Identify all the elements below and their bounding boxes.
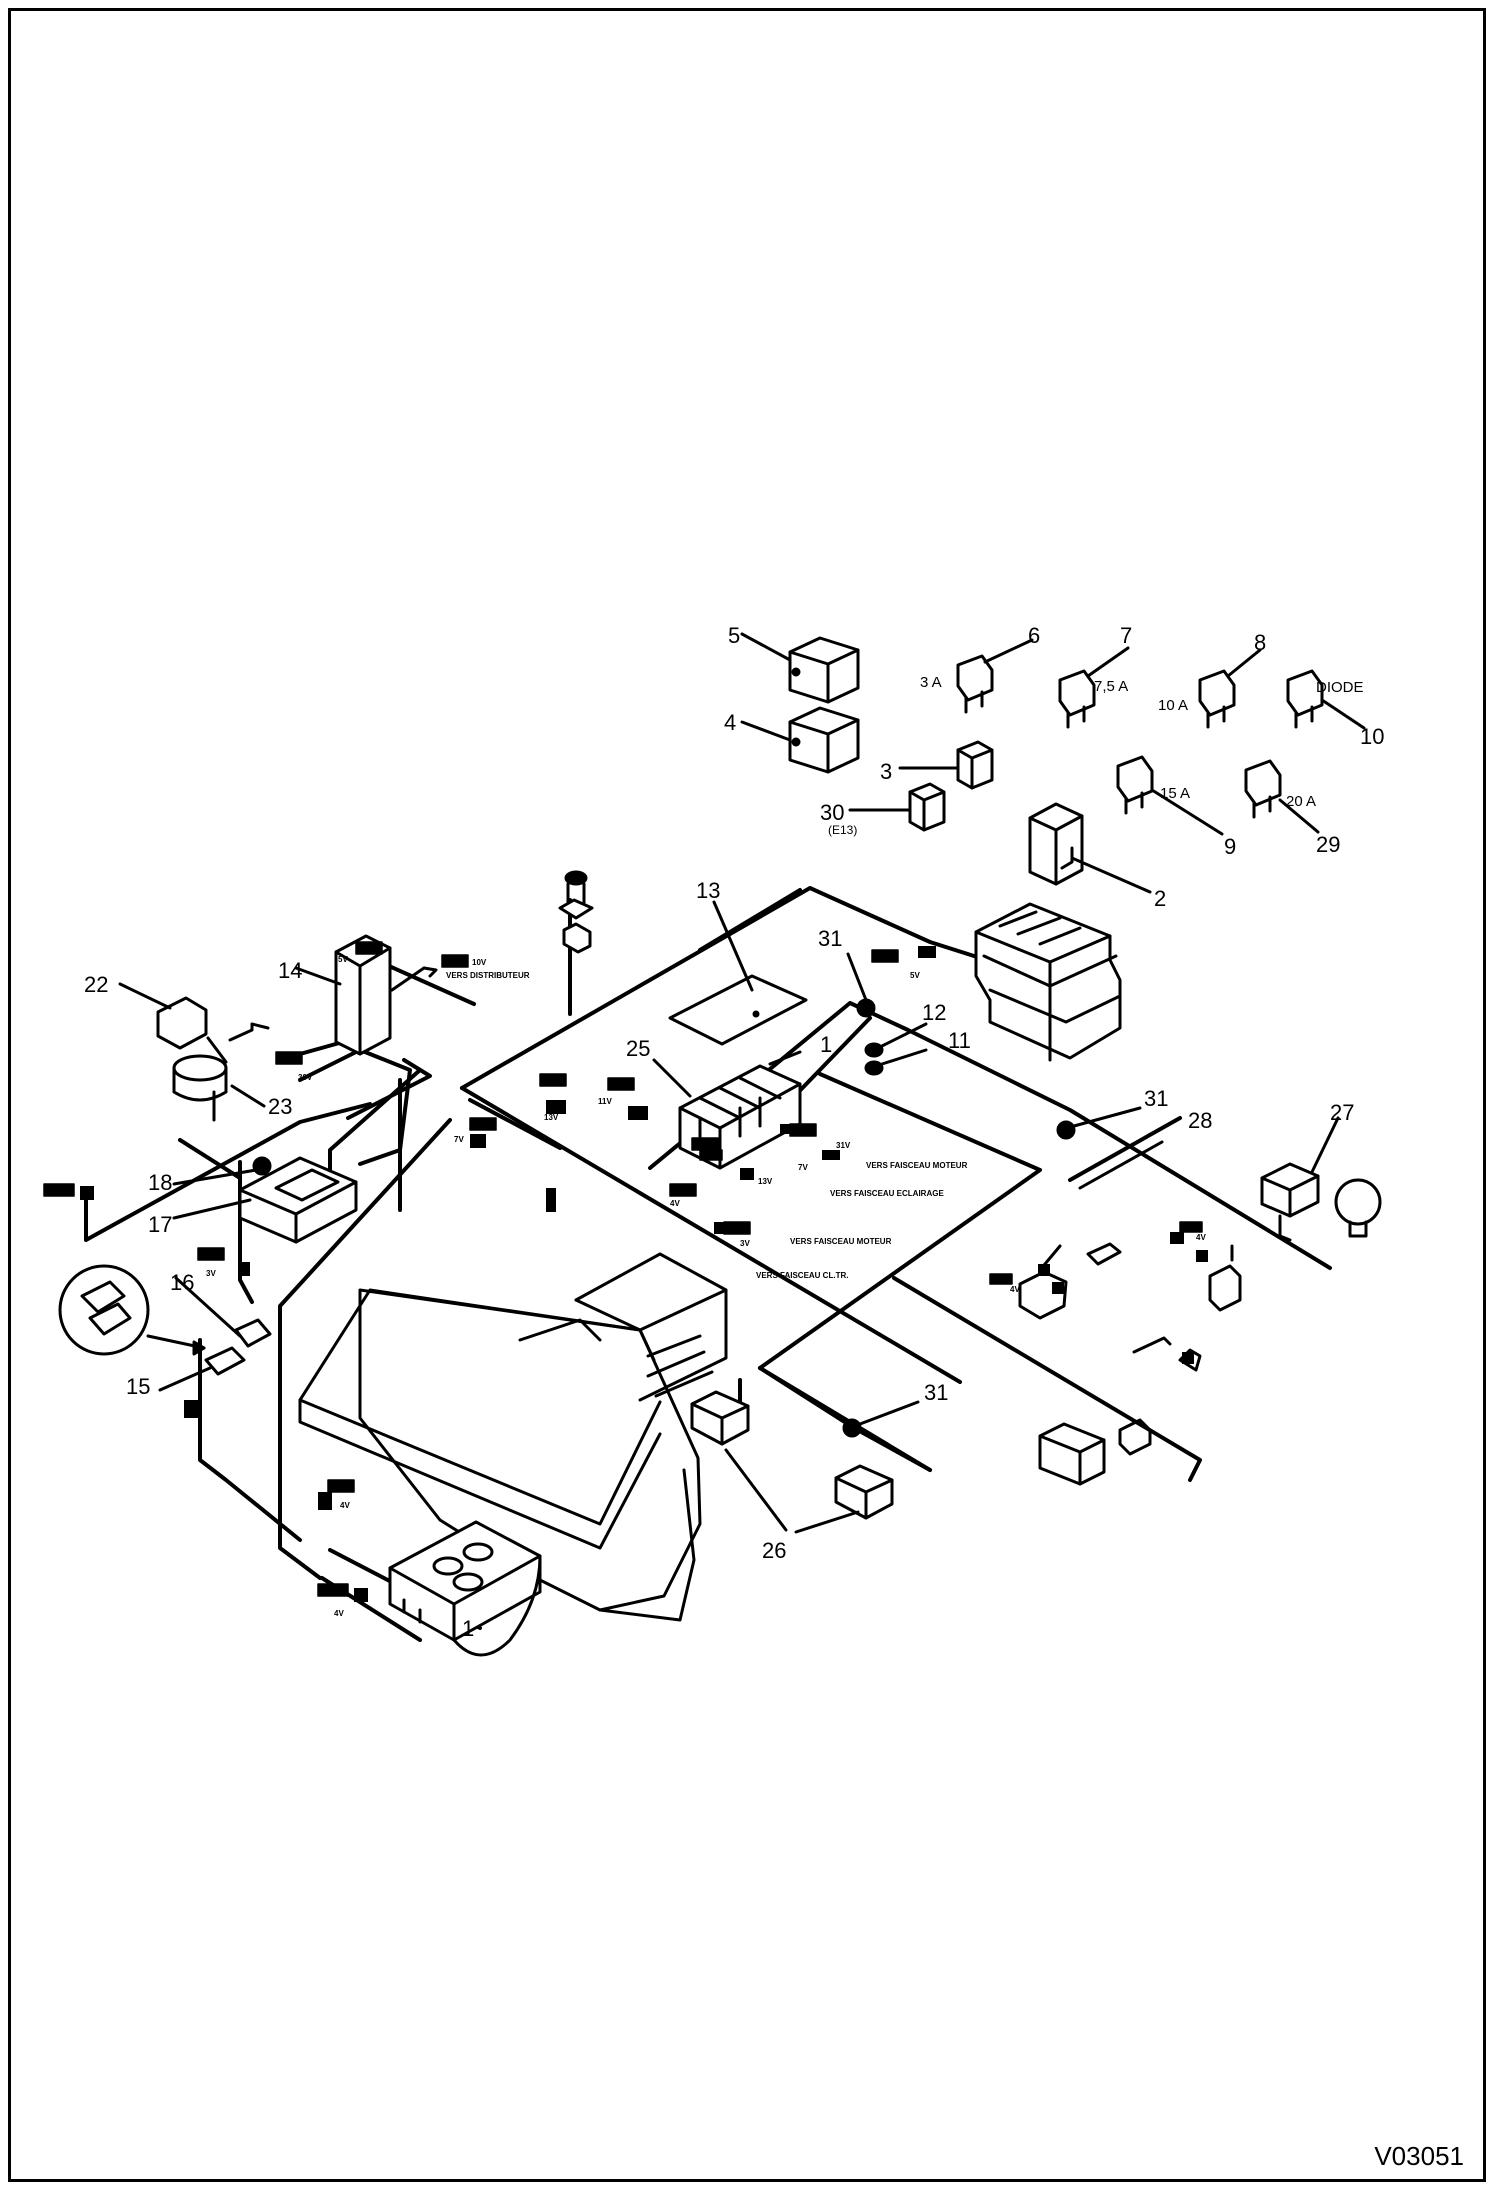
tag-3v: 3V [740,1239,750,1248]
tag-vers-faisceau-eclairage: VERS FAISCEAU ECLAIRAGE [830,1189,944,1198]
upper-connector-post [558,870,594,954]
callout-9: 9 [1224,834,1236,859]
switch-cluster-right [1018,1242,1242,1320]
callout-3: 3 [880,759,892,784]
cab-shell [298,1252,728,1622]
callout-labels: 5 4 6 7 8 10 3 30 9 29 2 13 31 12 1 11 2… [84,623,1384,1641]
callout-7: 7 [1120,623,1132,648]
diode-10 [1286,669,1324,729]
tag-left-4v: 4V [340,1501,350,1510]
callout-31-right: 31 [1144,1086,1168,1111]
callout-25: 25 [626,1036,650,1061]
tag-14-10v: 10V [472,958,487,967]
inset-detail [58,1264,206,1356]
fuse-9 [1116,755,1154,815]
callout-23: 23 [268,1094,292,1119]
callout-16: 16 [170,1270,194,1295]
tag-11v: 11V [598,1097,612,1106]
callout-6: 6 [1028,623,1040,648]
tag-13v: 13V [544,1113,559,1122]
callout-28: 28 [1188,1108,1212,1133]
callout-30: 30 [820,800,844,825]
callout-14: 14 [278,958,302,983]
relay-4 [788,706,860,774]
tag-31v: 31V [836,1141,851,1150]
callout-11: 11 [948,1028,971,1053]
module-14 [334,934,392,1056]
tag-4v: 4V [670,1199,680,1208]
flasher-unit-2 [1028,802,1084,886]
plate-13 [668,974,808,1046]
tag-boxes [43,941,1203,1597]
relay-5 [788,636,860,704]
fuse-29 [1244,759,1282,819]
switch-22 [156,996,228,1122]
callout-12: 12 [922,1000,946,1025]
callout-1-top: 1 [820,1032,832,1057]
rating-fuse-8: 10 A [1158,697,1188,714]
module-17-18 [238,1156,358,1244]
fuse-box-25 [678,1064,802,1170]
relay-30 [908,782,946,832]
callout-4: 4 [724,710,736,735]
connectors-11-12 [864,1042,884,1076]
callout-29: 29 [1316,832,1340,857]
relay-block-right [1038,1336,1202,1486]
callout-15: 15 [126,1374,150,1399]
callout-22: 22 [84,972,108,997]
tag-vers-distributeur: VERS DISTRIBUTEUR [446,971,530,980]
tag-far-4v-2: 4V [1196,1233,1206,1242]
tag-14-5v: 5V [338,955,348,964]
rating-fuse-7: 7,5 A [1094,678,1128,695]
tag-vers-faisceau-moteur-1: VERS FAISCEAU MOTEUR [866,1161,968,1170]
tag-vers-faisceau-moteur-2: VERS FAISCEAU MOTEUR [790,1237,892,1246]
tag-far-4v-1: 4V [1010,1285,1020,1294]
callout-27: 27 [1330,1100,1354,1125]
callout-5: 5 [728,623,740,648]
tag-23-30v: 30V [298,1073,313,1082]
harness-tag-labels: 5V 10V VERS DISTRIBUTEUR 30V 5V 13V 11V … [206,955,1206,1618]
rating-diode-10: DIODE [1316,679,1364,696]
tag-vers-faisceau-cltr: VERS FAISCEAU CL.TR. [756,1271,848,1280]
tag-right-13v: 13V [758,1177,773,1186]
component-ratings: 3 A 7,5 A 10 A DIODE 15 A 20 A (E13) [828,674,1364,837]
tag-bottom-4v: 4V [334,1609,344,1618]
callout-31-bottom: 31 [924,1380,948,1405]
main-harness [84,886,1332,1642]
callout-10: 10 [1360,724,1384,749]
fuse-8 [1198,669,1236,729]
rating-fuse-6: 3 A [920,674,942,691]
rating-fuse-29: 20 A [1286,793,1316,810]
connector-15-16 [204,1318,272,1376]
callout-1-bottom: 1 [462,1616,474,1641]
callout-13: 13 [696,878,720,903]
callout-8: 8 [1254,630,1266,655]
lamp-27 [1260,1162,1382,1242]
tag-7v: 7V [454,1135,464,1144]
battery-top-right [974,902,1122,1062]
callout-31-top: 31 [818,926,842,951]
relay-30-code: (E13) [828,823,857,837]
tag-right-7v: 7V [798,1163,808,1172]
relay-3 [956,740,994,790]
rating-fuse-9: 15 A [1160,785,1190,802]
tag-left-3v: 3V [206,1269,216,1278]
splices-31 [842,998,1076,1438]
drawing-reference: V03051 [1374,2141,1464,2171]
fuse-6 [956,654,994,714]
callout-2: 2 [1154,886,1166,911]
light-26 [690,1390,894,1520]
callout-18: 18 [148,1170,172,1195]
tag-top-5v: 5V [910,971,920,980]
callout-17: 17 [148,1212,172,1237]
blower-unit-1 [388,1520,542,1657]
fuse-7 [1058,669,1096,729]
callout-26: 26 [762,1538,786,1563]
